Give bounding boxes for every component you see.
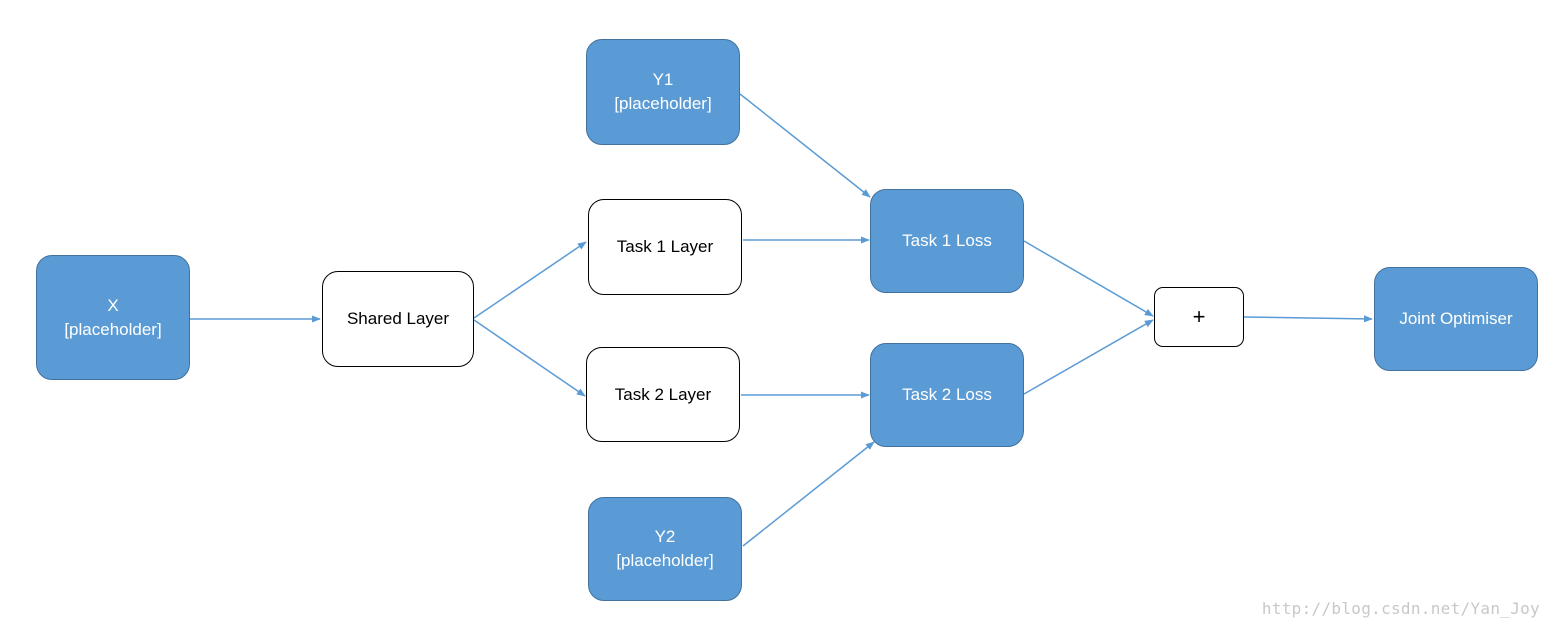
node-x-placeholder: X [placeholder] — [36, 255, 190, 380]
node-y2-subtitle: [placeholder] — [616, 551, 714, 570]
node-task1-layer-label: Task 1 Layer — [616, 237, 714, 256]
node-task2-layer-label: Task 2 Layer — [614, 384, 712, 404]
node-shared-layer: Shared Layer — [322, 271, 474, 367]
node-sum: + — [1154, 287, 1244, 347]
node-sum-label: + — [1192, 304, 1206, 329]
node-task2-layer: Task 2 Layer — [586, 347, 740, 442]
edge-task2-loss-to-plus — [1023, 319, 1154, 395]
node-task1-layer: Task 1 Layer — [588, 199, 742, 295]
watermark: http://blog.csdn.net/Yan_Joy — [1261, 599, 1540, 618]
node-task2-loss-label: Task 2 Loss — [902, 385, 992, 404]
node-x-title: X — [107, 295, 119, 315]
node-task1-loss: Task 1 Loss — [870, 189, 1024, 293]
edge-y2-to-task2-loss — [742, 441, 875, 547]
edge-task1-loss-to-plus — [1023, 240, 1154, 317]
edge-shared-to-task2-layer — [473, 319, 586, 397]
node-y1-subtitle: [placeholder] — [614, 94, 712, 113]
node-y1-title: Y1 — [652, 70, 674, 89]
node-joint-optimiser-label: Joint Optimiser — [1399, 309, 1513, 328]
node-y1-placeholder: Y1 [placeholder] — [586, 39, 740, 145]
node-x-subtitle: [placeholder] — [64, 319, 162, 339]
node-shared-layer-label: Shared Layer — [346, 309, 450, 328]
edge-plus-to-optimiser — [1243, 315, 1373, 323]
node-task1-loss-label: Task 1 Loss — [902, 231, 992, 250]
node-y2-title: Y2 — [654, 527, 676, 546]
edge-shared-to-task1-layer — [473, 241, 587, 319]
node-task2-loss: Task 2 Loss — [870, 343, 1024, 447]
node-y2-placeholder: Y2 [placeholder] — [588, 497, 742, 601]
node-joint-optimiser: Joint Optimiser — [1374, 267, 1538, 371]
edge-y1-to-task1-loss — [739, 93, 871, 198]
